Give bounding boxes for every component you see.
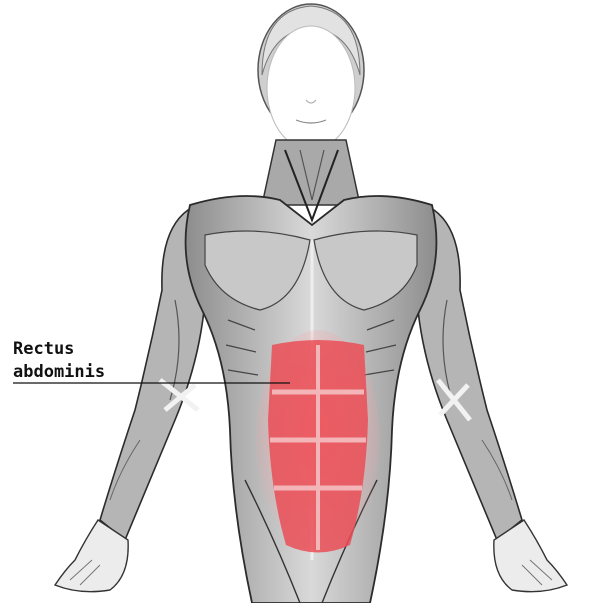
head [258, 4, 364, 150]
abdominis-label-line-2: abdominis [13, 362, 105, 383]
rectus-label-line-1: Rectus [13, 339, 74, 360]
face [267, 26, 355, 150]
